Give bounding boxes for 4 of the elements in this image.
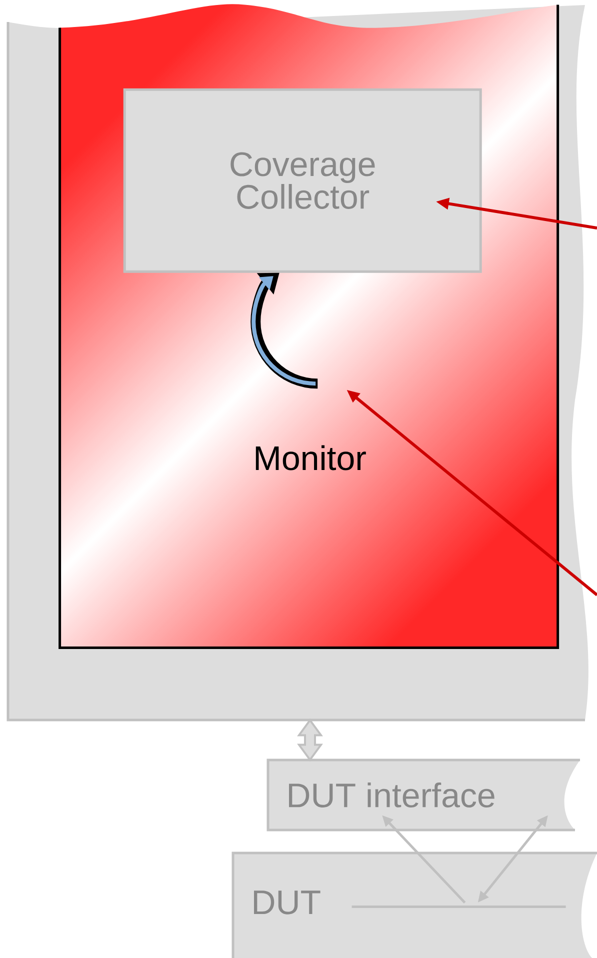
curved-arrow <box>250 272 318 389</box>
device-box: DUT <box>232 852 597 958</box>
interface-box: DUT interface <box>266 758 580 832</box>
collector-box: Coverage Collector <box>123 88 482 273</box>
